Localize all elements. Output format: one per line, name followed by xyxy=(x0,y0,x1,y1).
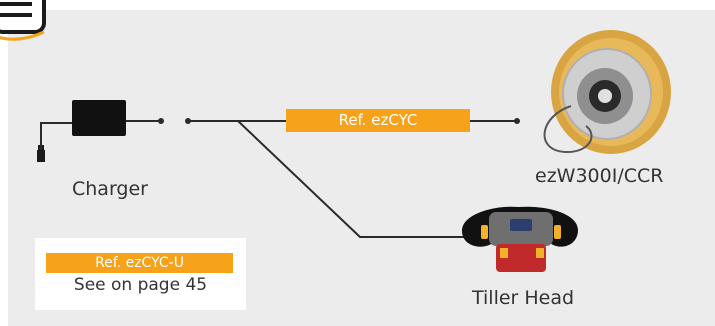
page-reference-link[interactable]: See on page 45 xyxy=(73,275,208,295)
motor-wheel-icon xyxy=(543,30,671,154)
charger-label: Charger xyxy=(72,178,148,200)
motor-connector-dot xyxy=(514,118,520,124)
charger-plug xyxy=(37,122,74,162)
motor-label: ezW300I/CCR xyxy=(535,165,664,187)
tiller-label: Tiller Head xyxy=(472,287,575,309)
tiller-head-icon xyxy=(462,206,578,272)
reference-badge: Ref. ezCYC-U xyxy=(46,253,233,273)
charger-connector-dot xyxy=(158,118,164,124)
reference-card: Ref. ezCYC-U See on page 45 xyxy=(35,238,246,310)
menu-icon xyxy=(0,0,46,41)
harness-tiller-branch xyxy=(237,120,478,238)
charger-icon xyxy=(72,100,126,136)
cable-ref-label: Ref. ezCYC xyxy=(286,109,470,132)
